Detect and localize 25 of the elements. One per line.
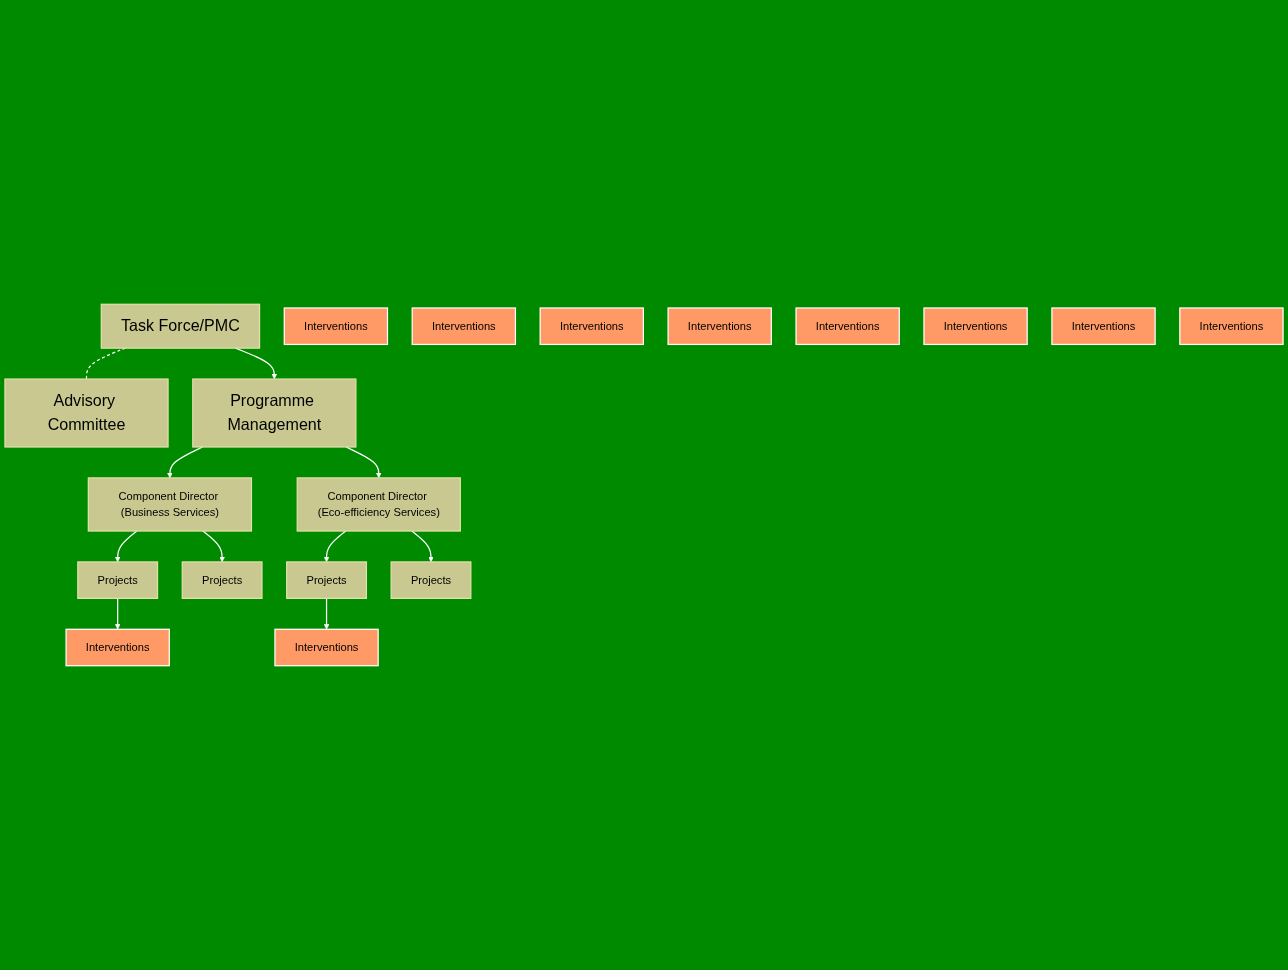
node-box: Interventions [667, 307, 772, 346]
arrow [114, 530, 138, 563]
node-box: Interventions [1179, 307, 1284, 346]
node-box: Task Force/PMC [100, 303, 261, 349]
node-box: Interventions [283, 307, 389, 346]
arrow [323, 530, 347, 563]
arrow [411, 530, 434, 563]
node-box: Projects [286, 561, 368, 599]
arrow [202, 530, 225, 563]
node-box: Interventions [274, 628, 379, 667]
node-box: Component Director (Business Services) [87, 477, 253, 532]
node-box: Projects [390, 561, 472, 599]
node-box: Interventions [1051, 307, 1156, 346]
node-box: Projects [77, 561, 159, 599]
node-box: Projects [181, 561, 263, 599]
node-box: Advisory Committee [4, 378, 169, 448]
node-box: Interventions [65, 628, 170, 667]
arrow [114, 597, 121, 630]
node-box: Programme Management [192, 378, 357, 448]
node-box: Interventions [411, 307, 517, 346]
node-box: Component Director (Eco-efficiency Services) [296, 477, 461, 532]
arrow [323, 597, 330, 630]
node-box: Interventions [795, 307, 900, 346]
node-box: Interventions [923, 307, 1028, 346]
node-box: Interventions [539, 307, 644, 346]
